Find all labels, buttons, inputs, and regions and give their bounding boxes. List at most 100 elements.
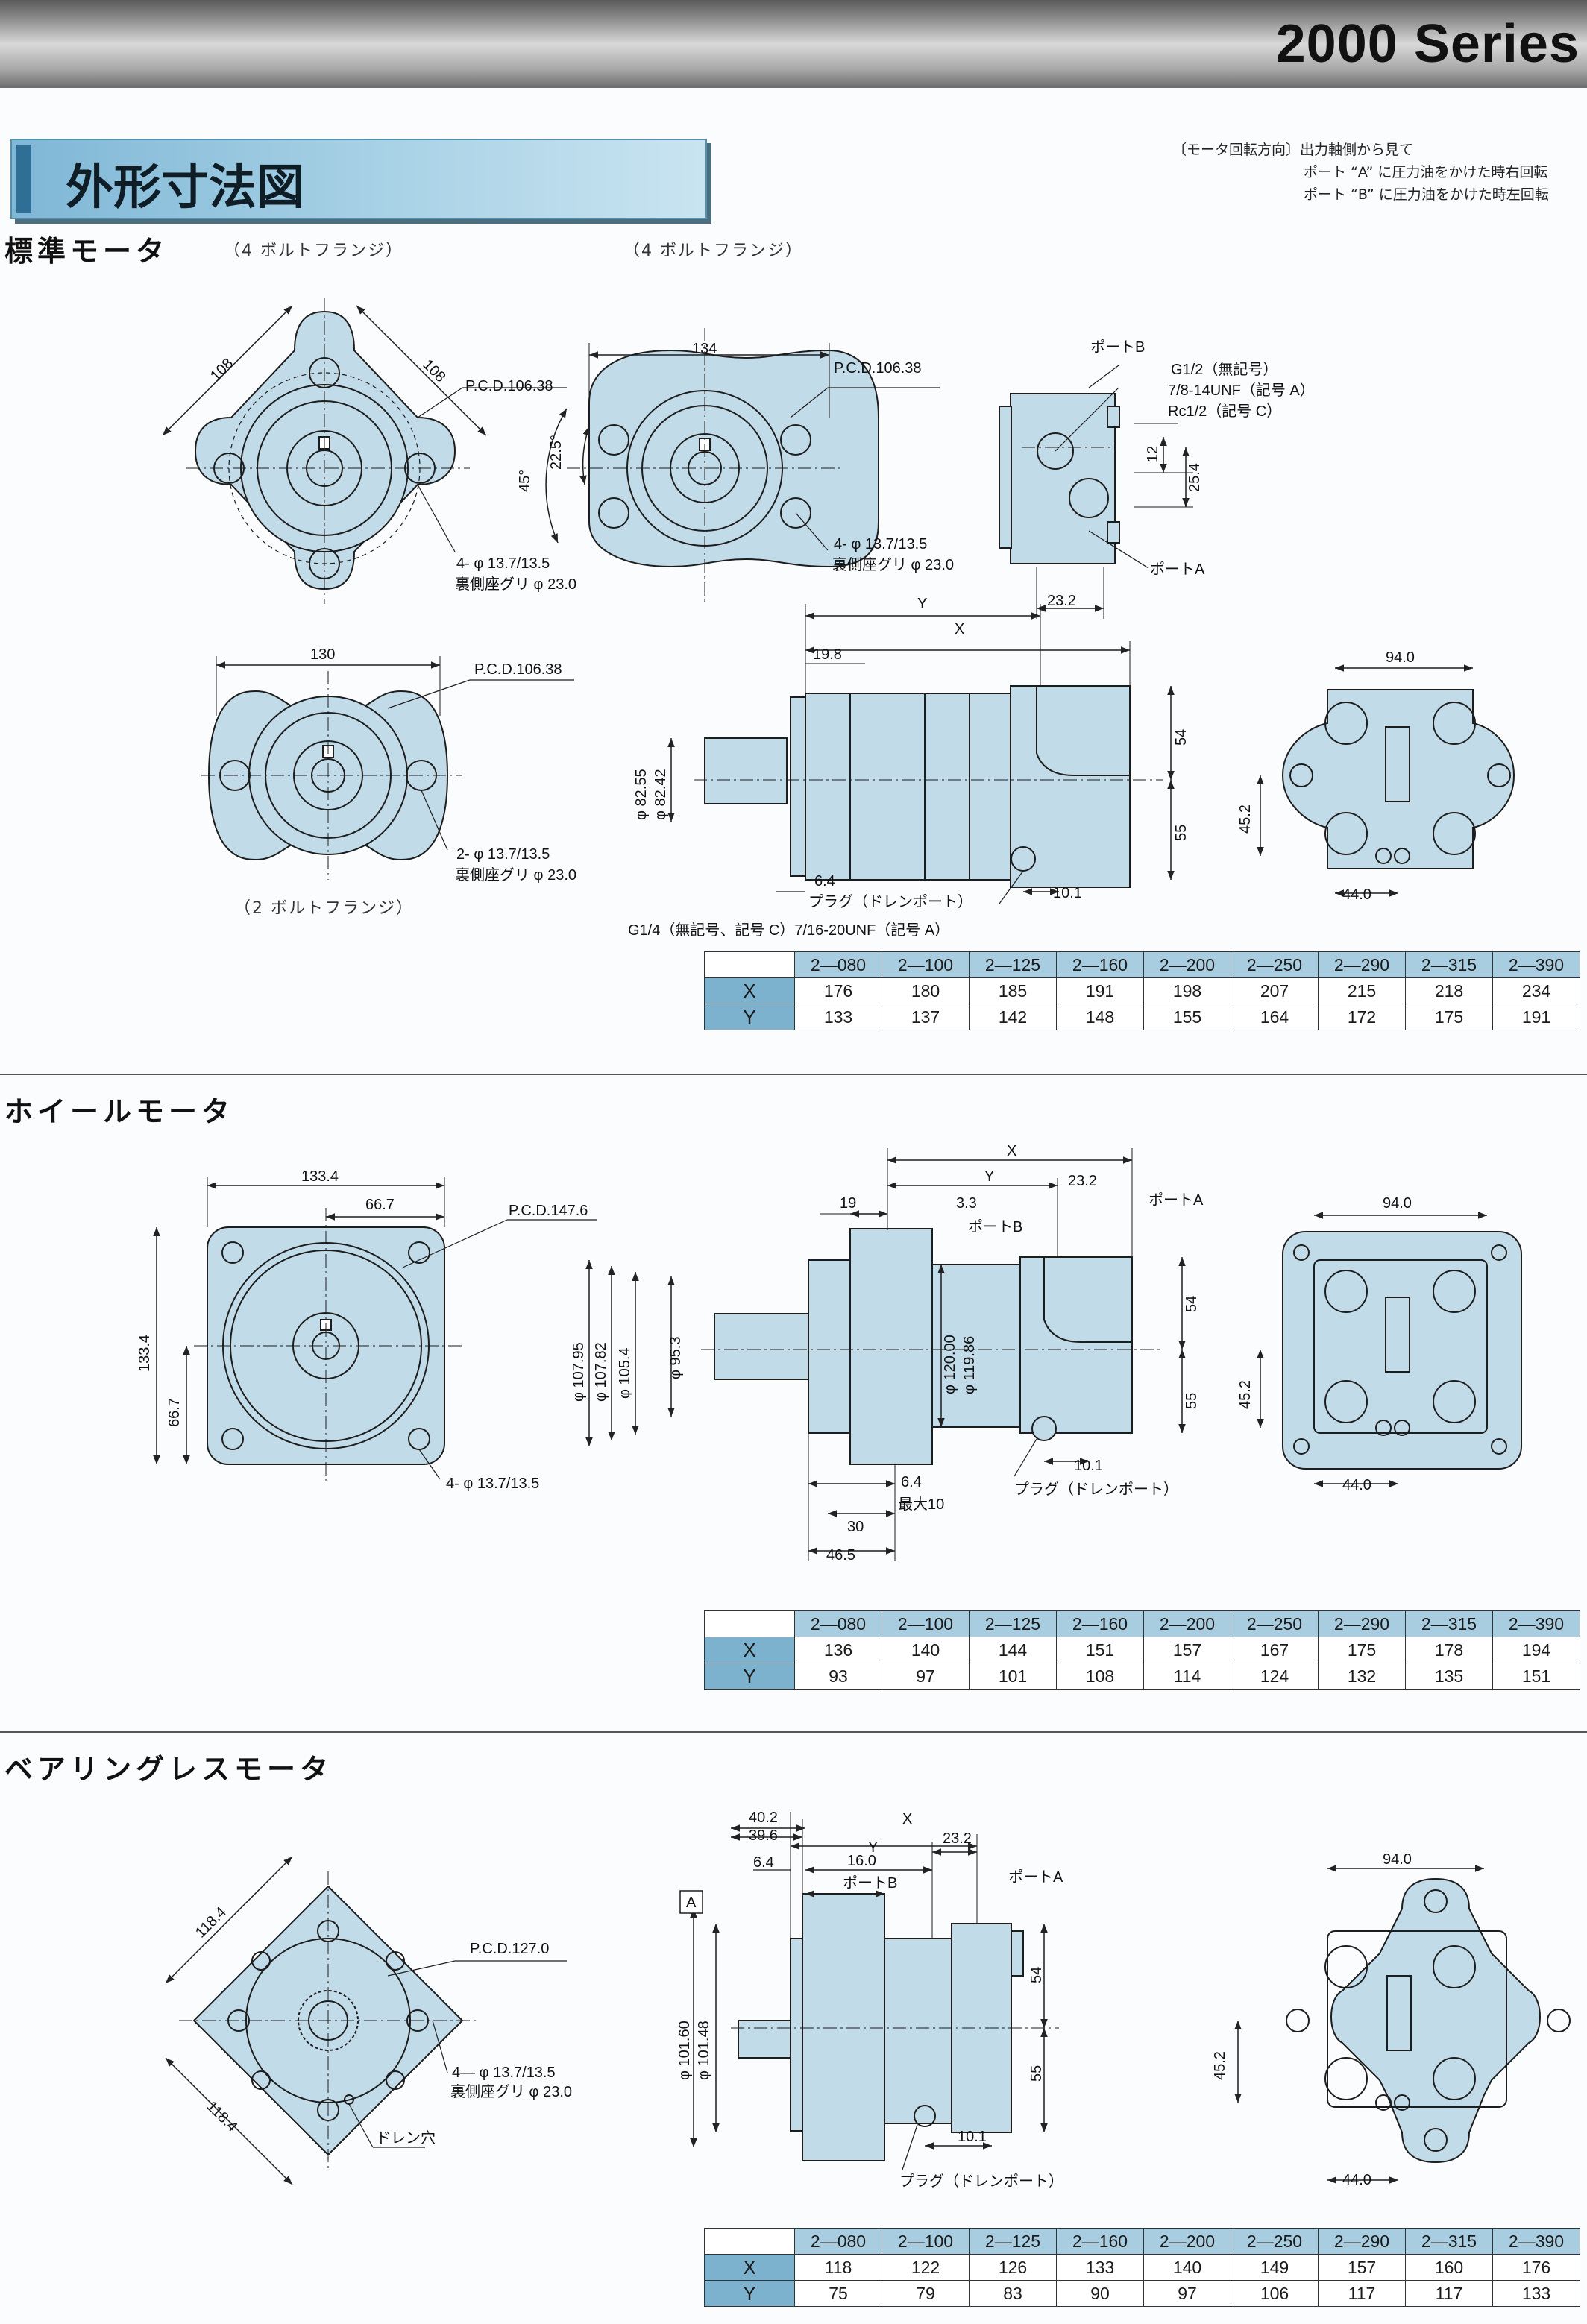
table-cell: 93 [794, 1663, 882, 1690]
dim-x: X [1007, 1143, 1016, 1159]
table-cell: 114 [1143, 1663, 1231, 1690]
table-cell: 122 [882, 2254, 970, 2281]
wheel-rear-view [1257, 1212, 1522, 1487]
table-header: 2—080 [794, 2228, 882, 2255]
table-cell: 149 [1231, 2254, 1319, 2281]
table-header: 2—100 [882, 951, 970, 978]
dim-dia-119-86: φ 119.86 [961, 1336, 978, 1394]
table-cell: 101 [969, 1663, 1057, 1690]
dim-y: Y [917, 596, 927, 612]
dim-23-2: 23.2 [943, 1830, 972, 1847]
table-cell: 140 [882, 1637, 970, 1663]
dim-39-6: 39.6 [749, 1827, 778, 1844]
page-heading: 外形寸法図 [10, 139, 707, 219]
port-a-label: ポートA [1150, 561, 1205, 578]
table-cell: 135 [1405, 1663, 1493, 1690]
port-b-label: ポートB [968, 1218, 1022, 1235]
dim-dia-95-3: φ 95.3 [667, 1337, 684, 1379]
counterbore-label: 裏側座グリ φ 23.0 [832, 556, 954, 573]
table-cell: 191 [1492, 1004, 1580, 1030]
table-cell: 142 [969, 1004, 1057, 1030]
dim-dia-101-48: φ 101.48 [696, 2021, 712, 2080]
standard-title: 標準モータ [4, 235, 169, 268]
dim-108b: 108 [419, 356, 448, 385]
table-cell: 133 [1056, 2254, 1144, 2281]
dim-dia-107-95: φ 107.95 [571, 1342, 587, 1402]
dim-44: 44.0 [1342, 2172, 1371, 2188]
row-label: Y [704, 1663, 795, 1690]
table-cell: 164 [1231, 1004, 1319, 1030]
table-corner [704, 1610, 795, 1637]
dim-y: Y [868, 1839, 878, 1856]
table-cell: 108 [1056, 1663, 1144, 1690]
dim-44: 44.0 [1342, 1477, 1371, 1493]
table-header: 2—315 [1405, 2228, 1493, 2255]
table-cell: 151 [1492, 1663, 1580, 1690]
table-cell: 140 [1143, 2254, 1231, 2281]
dim-54: 54 [1028, 1967, 1045, 1983]
bolt-label: 4— φ 13.7/13.5 [452, 2065, 556, 2081]
dim-118-4: 118.4 [192, 1904, 230, 1942]
table-header: 2—200 [1143, 1610, 1231, 1637]
pcd-label: P.C.D.106.38 [834, 360, 922, 377]
flange-label-2bolt: （2 ボルトフランジ） [234, 899, 414, 918]
table-cell: 155 [1143, 1004, 1231, 1030]
table-cell: 124 [1231, 1663, 1319, 1690]
port-a-label: ポートA [1148, 1191, 1204, 1209]
dim-6-4: 6.4 [814, 873, 835, 889]
dim-19-8: 19.8 [813, 646, 842, 663]
table-row: X 176 180 185 191 198 207 215 218 234 [704, 977, 1580, 1004]
wheel-side-elevation [585, 1148, 1186, 1561]
dim-40-2: 40.2 [749, 1810, 778, 1826]
dim-54: 54 [1184, 1296, 1200, 1312]
dim-94: 94.0 [1383, 1195, 1412, 1212]
row-label: X [704, 977, 795, 1004]
table-header: 2—160 [1056, 951, 1144, 978]
dim-10-1: 10.1 [1074, 1458, 1103, 1474]
row-label: Y [704, 2280, 795, 2307]
dim-55: 55 [1173, 825, 1190, 841]
table-row: X 136 140 144 151 157 167 175 178 194 [704, 1637, 1580, 1663]
flange-label-4bolt: （4 ボルトフランジ） [623, 242, 803, 260]
dim-x: X [955, 621, 964, 637]
dim-dia-120: φ 120.00 [942, 1335, 958, 1394]
dim-22-5: 22.5° [548, 435, 565, 470]
standard-dimension-table: 2—080 2—100 2—125 2—160 2—200 2—250 2—29… [704, 951, 1580, 1030]
table-header: 2—290 [1318, 1610, 1406, 1637]
std-rear-view [1257, 664, 1515, 897]
table-cell: 75 [794, 2280, 882, 2307]
std-front-2bolt [201, 656, 574, 880]
std-side-elevation [667, 604, 1175, 904]
table-header-row: 2—080 2—100 2—125 2—160 2—200 2—250 2—29… [704, 1610, 1580, 1637]
table-cell: 191 [1056, 977, 1144, 1004]
dim-23-2: 23.2 [1068, 1173, 1097, 1189]
dim-130: 130 [310, 646, 335, 663]
dim-30: 30 [847, 1519, 864, 1535]
page-heading-text: 外形寸法図 [66, 160, 304, 215]
table-cell: 157 [1143, 1637, 1231, 1663]
plug-label: プラグ（ドレンポート） [899, 2173, 1063, 2190]
dim-44: 44.0 [1342, 887, 1371, 903]
table-header: 2—125 [969, 951, 1057, 978]
series-title: 2000 Series [1275, 14, 1580, 74]
bolt-label: 2- φ 13.7/13.5 [456, 846, 550, 863]
table-header: 2—390 [1492, 951, 1580, 978]
dim-dia-105-4: φ 105.4 [617, 1347, 633, 1399]
table-row: X 118 122 126 133 140 149 157 160 176 [704, 2254, 1580, 2281]
table-cell: 90 [1056, 2280, 1144, 2307]
std-port-side-view [999, 365, 1193, 619]
table-cell: 167 [1231, 1637, 1319, 1663]
pcd-label: P.C.D.127.0 [470, 1941, 549, 1957]
dim-118-4-b: 118.4 [203, 2098, 240, 2135]
table-header: 2—160 [1056, 1610, 1144, 1637]
dim-16: 16.0 [847, 1853, 876, 1869]
table-cell: 178 [1405, 1637, 1493, 1663]
dim-10-1: 10.1 [958, 2129, 987, 2145]
table-cell: 136 [794, 1637, 882, 1663]
thread-label: 7/8-14UNF（記号 A） [1168, 382, 1315, 399]
wheel-front-view [153, 1177, 597, 1484]
table-cell: 175 [1318, 1637, 1406, 1663]
wheel-dimension-table: 2—080 2—100 2—125 2—160 2—200 2—250 2—29… [704, 1610, 1580, 1690]
table-header: 2—125 [969, 1610, 1057, 1637]
